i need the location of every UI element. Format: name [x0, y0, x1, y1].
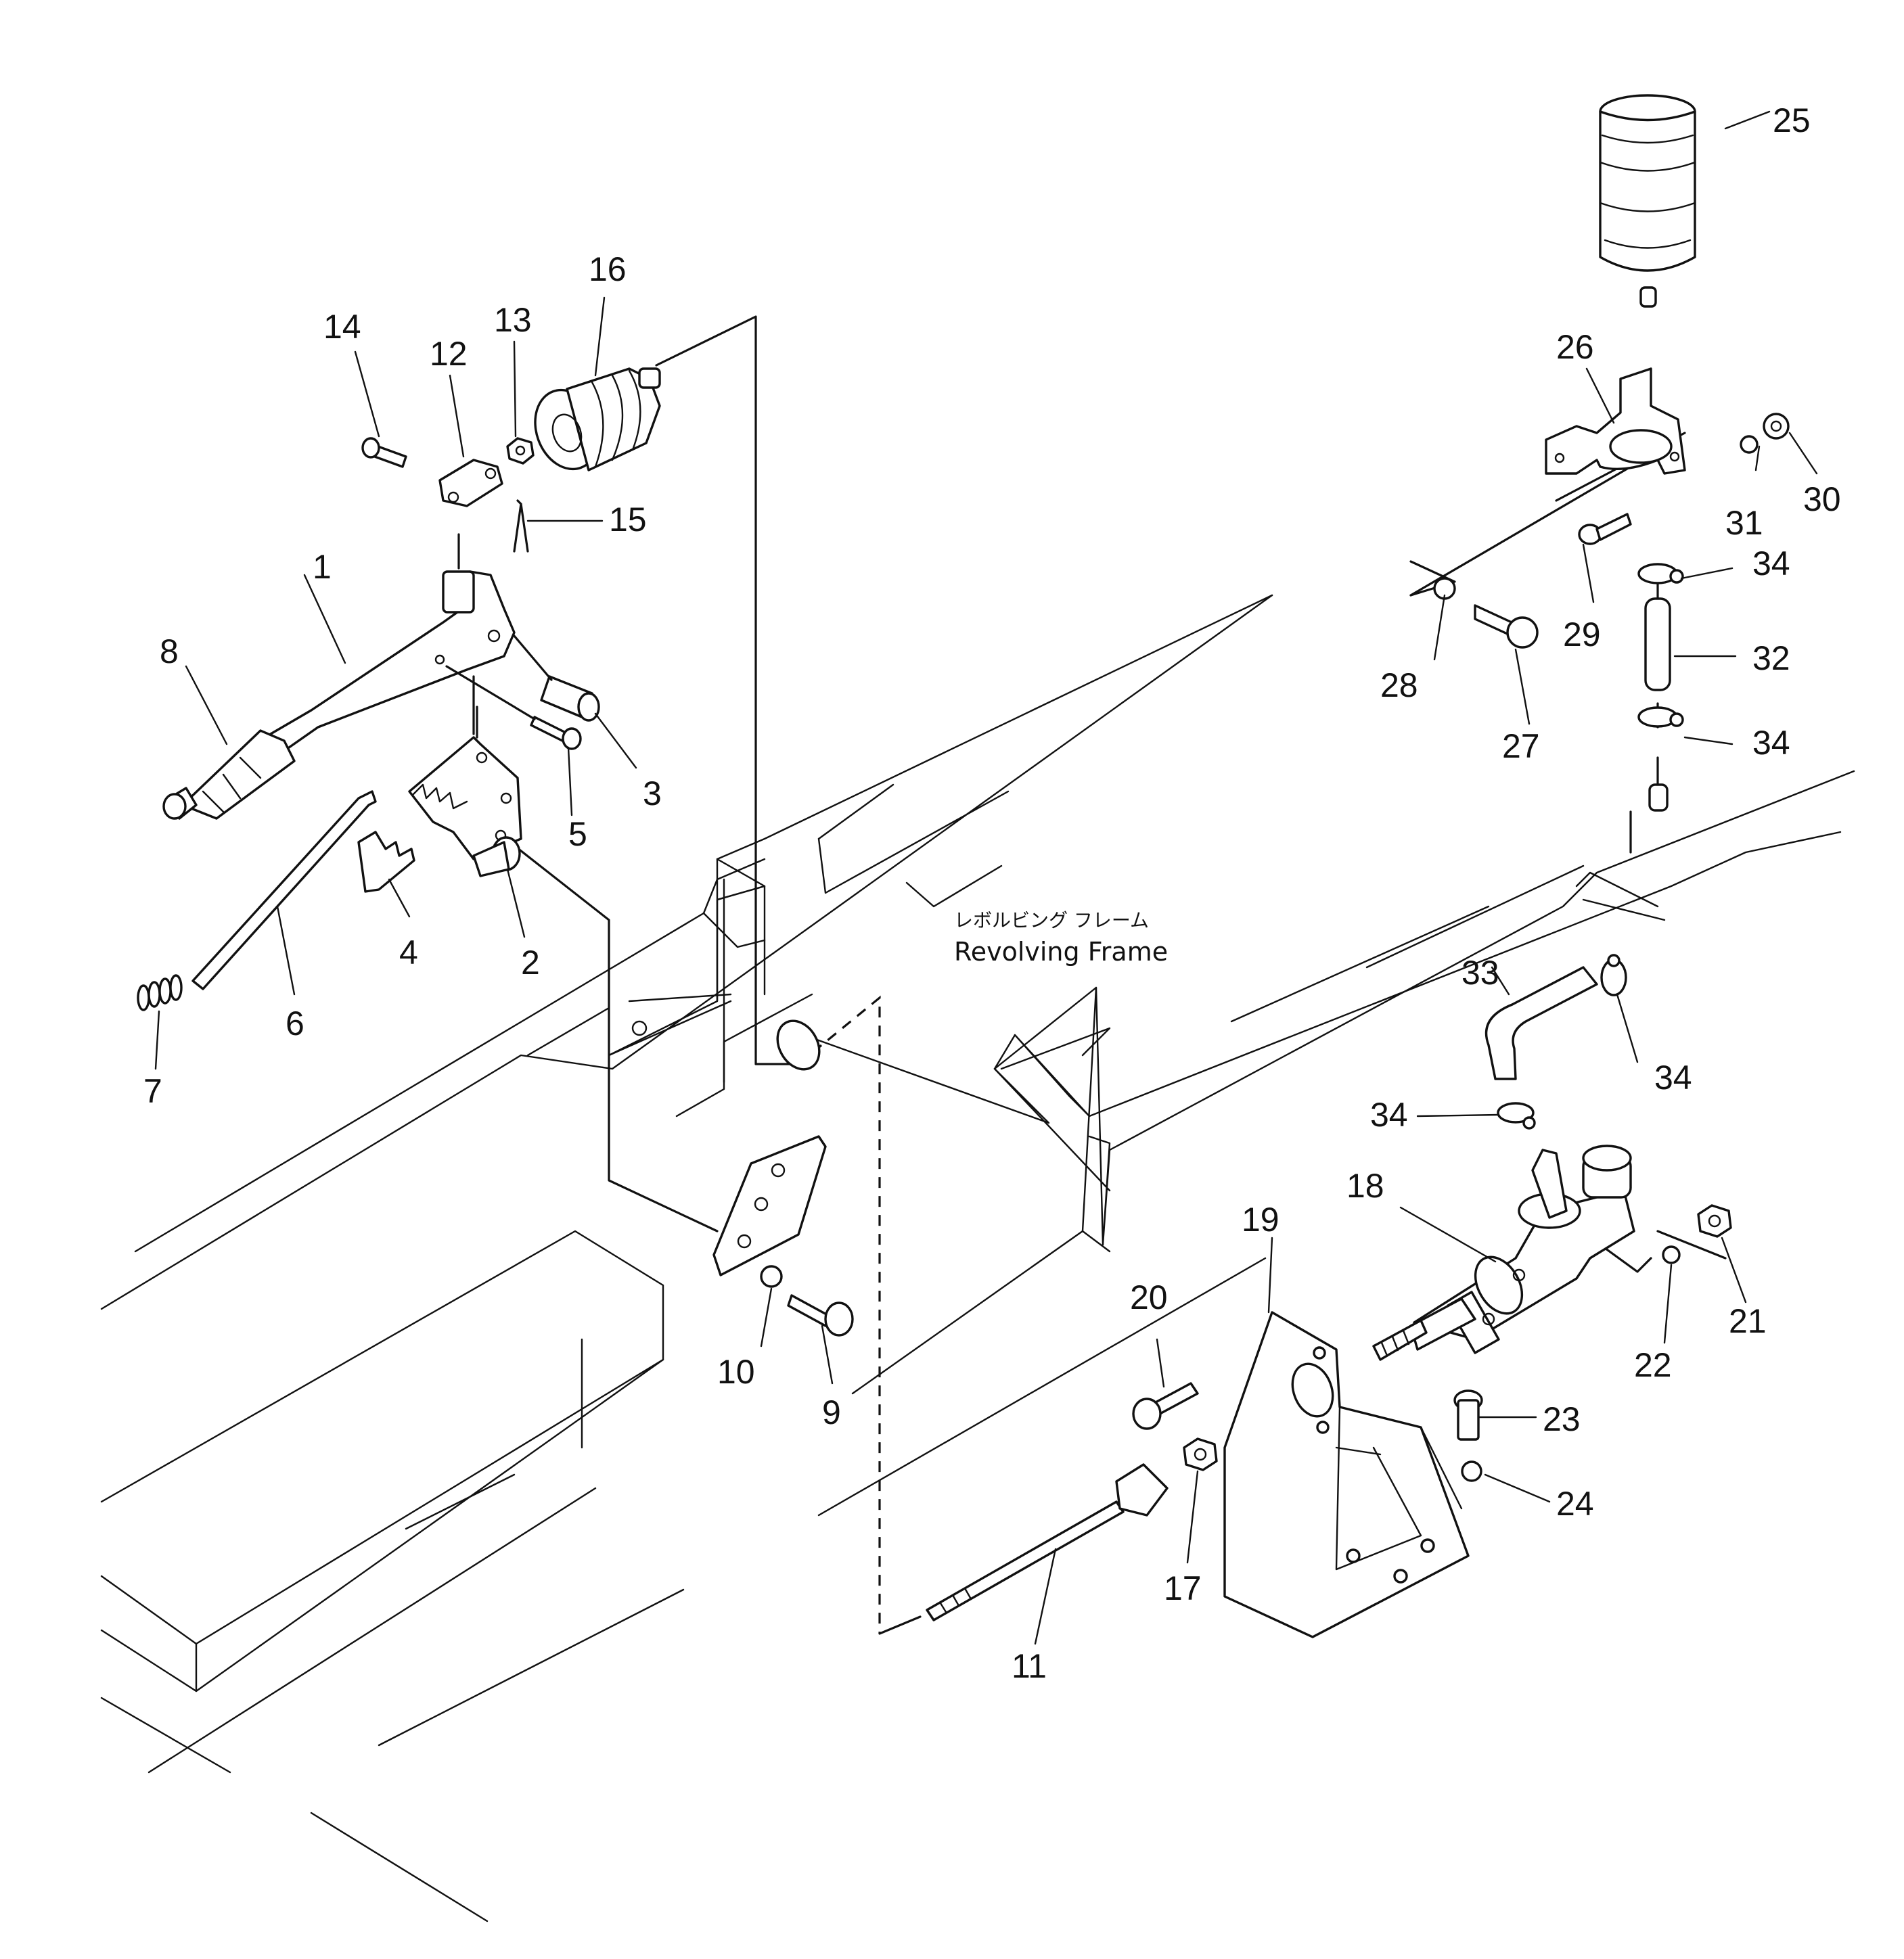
callout-15: 15: [609, 501, 647, 538]
callout-10: 10: [717, 1353, 755, 1391]
bolt-icon: [530, 716, 582, 750]
callout-26: 26: [1556, 328, 1594, 366]
callout-22: 22: [1634, 1346, 1672, 1384]
callout-1: 1: [313, 548, 332, 586]
cotter-pin-icon: [513, 499, 529, 553]
callout-2: 2: [521, 944, 540, 982]
pawl-icon: [357, 831, 415, 893]
hose-clamp-icon: [1637, 706, 1684, 728]
callout-33: 33: [1461, 954, 1499, 992]
return-spring-icon: [137, 974, 183, 1011]
rubber-boot-icon: [534, 367, 661, 471]
callout-25: 25: [1773, 101, 1811, 139]
part-number-callouts: 1 2 3 4 5 6 7 8 9 10 11 12 13 14 15 16 1…: [143, 101, 1841, 1685]
bolt-icon: [1474, 604, 1539, 649]
pivot-pin-icon: [540, 675, 600, 722]
fitting-icon: [1648, 783, 1669, 812]
clevis-icon: [438, 459, 503, 507]
callout-34d: 34: [1370, 1096, 1408, 1134]
callout-12: 12: [430, 335, 468, 373]
washer-icon: [1461, 1460, 1482, 1482]
callout-19: 19: [1242, 1201, 1279, 1239]
callout-34a: 34: [1752, 545, 1790, 582]
lever-rod-icon: [191, 790, 377, 990]
nut-icon: [506, 437, 535, 465]
short-hose-icon: [1644, 597, 1671, 691]
reservoir-tank-icon: [1599, 94, 1696, 308]
callout-28: 28: [1380, 666, 1418, 704]
callout-11: 11: [1012, 1647, 1047, 1685]
ratchet-sector-icon: [408, 736, 522, 877]
bolt-icon: [1578, 513, 1632, 545]
revolving-frame-outline: [100, 594, 1855, 1922]
callout-16: 16: [589, 250, 627, 288]
mounting-bracket-icon: [1545, 367, 1686, 475]
washer-icon: [760, 1265, 783, 1288]
callout-4: 4: [399, 934, 418, 971]
callout-27: 27: [1502, 727, 1540, 765]
callout-7: 7: [143, 1072, 162, 1110]
washer-icon: [1740, 435, 1759, 454]
callout-34b: 34: [1752, 724, 1790, 762]
callout-18: 18: [1346, 1167, 1384, 1205]
nut-icon: [1763, 413, 1790, 440]
bolt-icon: [1453, 1389, 1483, 1441]
parking-lever-icon: [269, 570, 516, 752]
washer-icon: [1662, 1245, 1681, 1264]
nut-icon: [1697, 1204, 1732, 1238]
bolt-icon: [1132, 1382, 1199, 1430]
callout-34c: 34: [1654, 1059, 1692, 1097]
callout-31: 31: [1725, 504, 1763, 542]
hose-clamp-icon: [1497, 1102, 1536, 1130]
lever-grip-icon: [162, 729, 296, 820]
callout-leaders: [154, 110, 1818, 1645]
callout-8: 8: [160, 632, 179, 670]
mounting-plate-icon: [712, 1135, 827, 1276]
callout-23: 23: [1543, 1400, 1581, 1438]
frame-hole-icon: [776, 1019, 821, 1071]
callout-3: 3: [643, 775, 662, 812]
callout-30: 30: [1803, 480, 1841, 518]
frame-caption-japanese: レボルビング フレーム: [954, 909, 1149, 931]
master-cylinder-icon: [1372, 1145, 1635, 1361]
callout-17: 17: [1164, 1569, 1202, 1607]
assembly-lines: [457, 315, 1727, 1635]
callout-5: 5: [568, 815, 587, 853]
callout-14: 14: [323, 308, 361, 346]
clevis-pin-icon: [361, 437, 407, 468]
callout-24: 24: [1556, 1485, 1594, 1523]
callout-20: 20: [1130, 1278, 1168, 1316]
callout-32: 32: [1752, 639, 1790, 677]
callout-21: 21: [1729, 1302, 1767, 1340]
hose-clamp-icon: [1600, 954, 1627, 996]
hose-clamp-icon: [1637, 563, 1684, 584]
nut-icon: [1183, 1437, 1218, 1471]
bent-hose-icon: [1484, 966, 1598, 1080]
callout-6: 6: [286, 1005, 304, 1042]
frame-caption-english: Revolving Frame: [954, 937, 1168, 967]
callout-9: 9: [822, 1393, 841, 1431]
bolt-icon: [787, 1294, 854, 1337]
push-rod-icon: [926, 1463, 1169, 1621]
callout-13: 13: [494, 301, 532, 339]
pedal-bracket-icon: [1223, 1311, 1470, 1638]
callout-29: 29: [1563, 616, 1601, 653]
